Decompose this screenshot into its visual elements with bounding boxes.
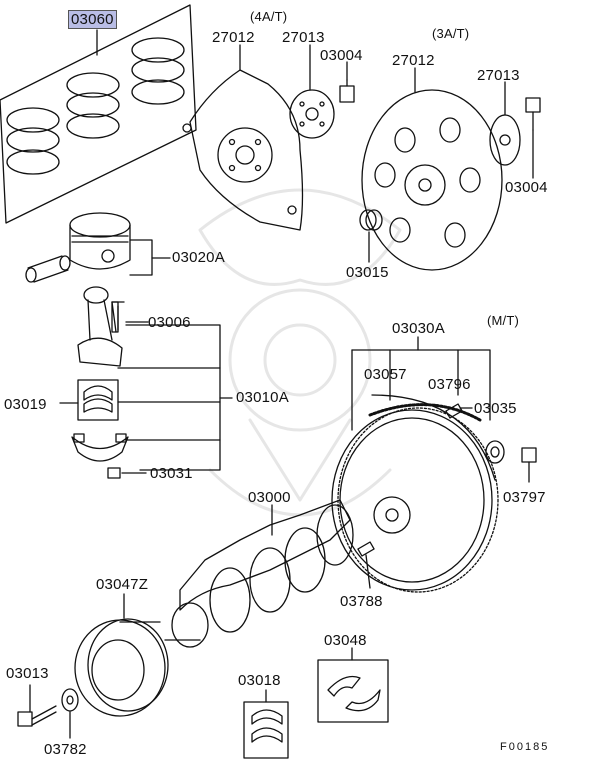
bearing-box (77, 379, 119, 421)
label-27012-3at: 27012 (392, 52, 435, 69)
flywheel-bolt (521, 447, 537, 483)
variant-3at-label: (3A/T) (432, 26, 470, 41)
label-03060: 03060 (68, 10, 117, 29)
label-03015: 03015 (346, 264, 389, 281)
pilot-bearing (485, 440, 505, 464)
bolt-3at (525, 97, 541, 131)
bolt-4at (339, 79, 355, 103)
pulley-washer (61, 688, 79, 712)
label-03019: 03019 (4, 396, 47, 413)
piston-ring-set (0, 4, 197, 224)
variant-mt-label: (M/T) (487, 313, 520, 328)
label-03782: 03782 (44, 741, 87, 758)
label-03796: 03796 (428, 376, 471, 393)
crank-pulley (74, 618, 169, 717)
crank-dowel (357, 541, 375, 557)
label-03030A: 03030A (392, 320, 445, 337)
label-03047Z: 03047Z (96, 576, 149, 593)
label-27012-4at: 27012 (212, 29, 255, 46)
label-03035: 03035 (474, 400, 517, 417)
flywheel (331, 394, 499, 593)
pulley-bolt (17, 705, 57, 727)
rod-bolt (111, 301, 125, 331)
label-03797: 03797 (503, 489, 546, 506)
label-03006: 03006 (148, 314, 191, 331)
label-03013: 03013 (6, 665, 49, 682)
rod-cap (71, 433, 129, 462)
pilot-bushing (359, 209, 383, 231)
label-03020A: 03020A (172, 249, 225, 266)
label-27013-4at: 27013 (282, 29, 325, 46)
label-03057: 03057 (364, 366, 407, 383)
connecting-rod (77, 286, 123, 367)
piston-pin (25, 255, 71, 283)
label-03004-4at: 03004 (320, 47, 363, 64)
thrust-bearing-box (317, 659, 389, 723)
drive-plate-3at (361, 89, 503, 271)
ring-gear (368, 403, 482, 422)
crankshaft (164, 499, 354, 648)
drive-plate-adapter-4at (182, 69, 304, 231)
label-03004-3at: 03004 (505, 179, 548, 196)
rod-nut (107, 467, 121, 479)
label-03048: 03048 (324, 632, 367, 649)
piston (69, 212, 131, 270)
watermark-emblem (198, 188, 402, 517)
label-03000: 03000 (248, 489, 291, 506)
label-03788: 03788 (340, 593, 383, 610)
label-03031: 03031 (150, 465, 193, 482)
shim-4at (289, 89, 335, 139)
figure-id: F00185 (500, 741, 550, 753)
variant-4at-label: (4A/T) (250, 9, 288, 24)
label-03010A: 03010A (236, 389, 289, 406)
label-27013-3at: 27013 (477, 67, 520, 84)
label-03018: 03018 (238, 672, 281, 689)
